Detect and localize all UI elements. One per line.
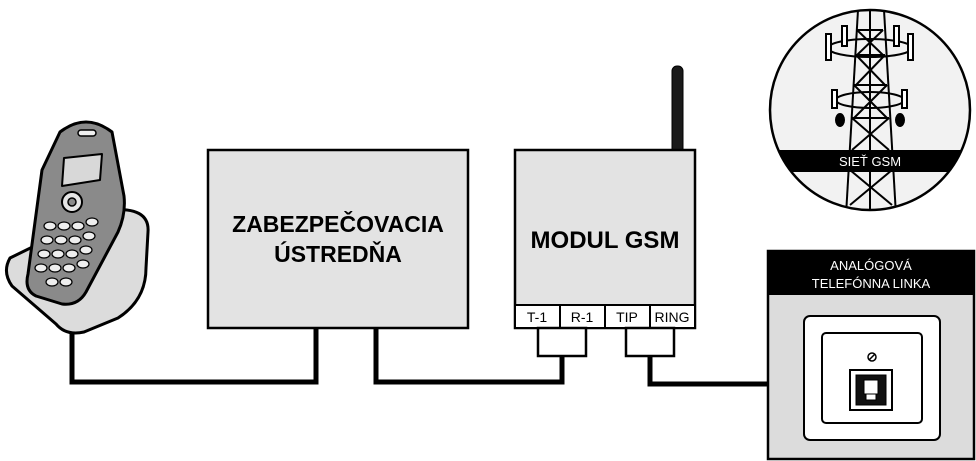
gsm-module-box bbox=[513, 148, 697, 330]
alarm-panel-label-line1: ZABEZPEČOVACIA bbox=[232, 210, 444, 237]
gsm-tower-icon bbox=[825, 10, 914, 210]
analog-line-label-line1: ANALÓGOVÁ bbox=[830, 258, 912, 273]
jumper-t1-r1 bbox=[536, 326, 588, 358]
terminal-ring: RING bbox=[655, 309, 690, 325]
wires bbox=[69, 328, 768, 387]
gsm-network: SIEŤ GSM bbox=[768, 8, 972, 212]
wire-phone-to-panel bbox=[69, 328, 319, 385]
terminal-t1: T-1 bbox=[527, 309, 547, 325]
cordless-phone-icon bbox=[5, 120, 150, 335]
gsm-module-label: MODUL GSM bbox=[531, 227, 680, 254]
analog-line-label-line2: TELEFÓNNA LINKA bbox=[812, 276, 931, 291]
alarm-panel-box bbox=[206, 148, 470, 330]
wall-socket-icon bbox=[803, 315, 941, 441]
terminal-r1: R-1 bbox=[571, 309, 594, 325]
alarm-panel: ZABEZPEČOVACIA ÚSTREDŇA bbox=[206, 148, 470, 330]
gsm-module: MODUL GSM T-1 R-1 TIP RING bbox=[513, 65, 697, 358]
wire-module-to-socket bbox=[647, 356, 768, 387]
analog-line: ANALÓGOVÁ TELEFÓNNA LINKA bbox=[766, 249, 976, 461]
phone-display bbox=[61, 153, 103, 187]
terminal-tip: TIP bbox=[616, 309, 638, 325]
jumper-tip-ring bbox=[624, 326, 676, 358]
gsm-network-label-bar bbox=[772, 150, 968, 172]
gsm-network-label: SIEŤ GSM bbox=[839, 154, 901, 169]
phone-keypad bbox=[34, 217, 99, 287]
wire-panel-to-module bbox=[373, 328, 565, 385]
gsm-antenna bbox=[671, 65, 684, 157]
alarm-panel-label-line2: ÚSTREDŇA bbox=[274, 240, 402, 267]
phone-earpiece bbox=[77, 129, 97, 137]
analog-line-label-bar bbox=[768, 251, 974, 295]
